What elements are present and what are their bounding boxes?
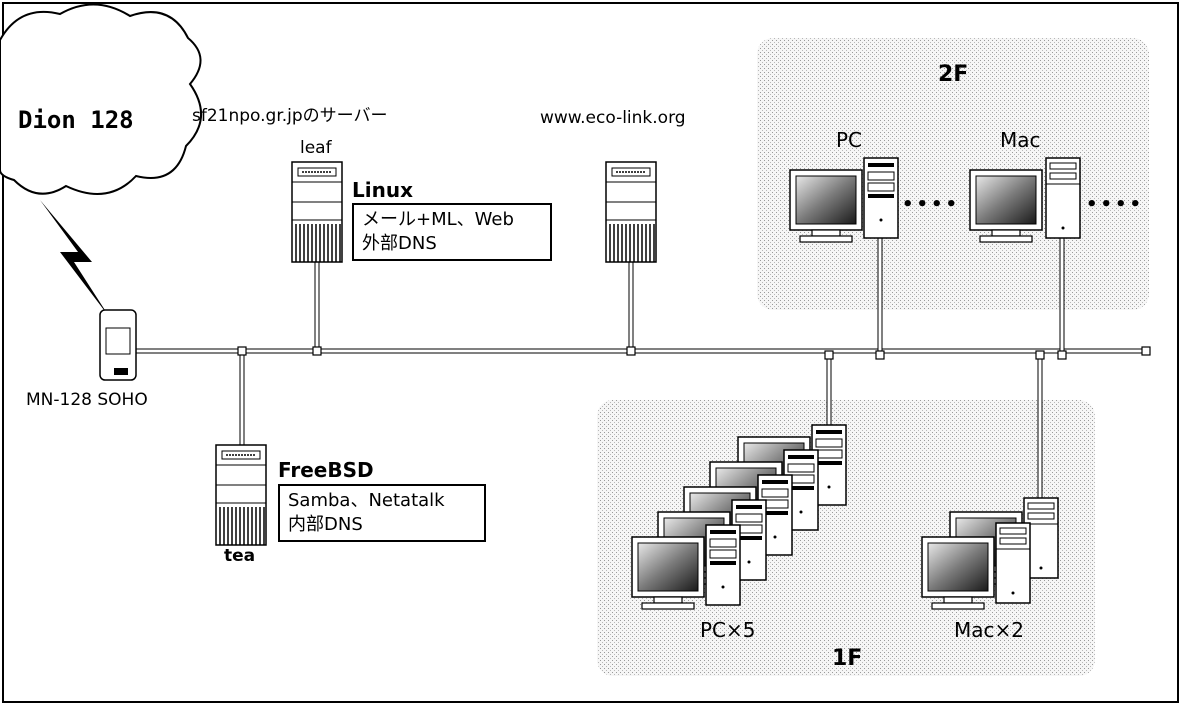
1f-pc-label: PC×5 [700,618,756,642]
tea-roles-box: Samba、Netatalk 内部DNS [278,484,486,542]
cloud-shape [0,3,203,195]
tea-os-label: FreeBSD [278,458,374,482]
2f-mac-label: Mac [1000,128,1041,152]
floor-2f-zone [757,38,1149,310]
leaf-os-label: Linux [352,178,413,202]
router-label: MN-128 SOHO [26,390,148,410]
leaf-hostname: leaf [300,138,332,158]
eco-link-server-icon [605,161,657,263]
cloud-label: Dion 128 [18,106,134,134]
router-icon [99,309,137,381]
tea-server-icon [215,444,267,546]
2f-pc-label: PC [836,128,863,152]
tea-role: 内部DNS [288,514,363,535]
leaf-roles-box: メール+ML、Web 外部DNS [352,203,552,261]
floor-1f-label: 1F [832,646,863,671]
2f-pc-ellipsis: •••• [902,194,961,215]
floor-2f-label: 2F [938,62,969,87]
lightning-bolt-icon [40,200,110,318]
tea-hostname: tea [224,546,256,566]
2f-mac-tower-icon [1045,157,1081,239]
leaf-role: 外部DNS [362,233,437,254]
leaf-role: メール+ML、Web [362,209,514,230]
1f-mac-label: Mac×2 [954,618,1024,642]
2f-mac-ellipsis: •••• [1086,194,1145,215]
leaf-server-icon [291,161,343,263]
backbone-cable [127,348,1149,354]
eco-link-hostname: www.eco-link.org [540,108,686,128]
tea-role: Samba、Netatalk [288,490,445,511]
domain-label: sf21npo.gr.jpのサーバー [192,106,388,126]
2f-pc-tower-icon [863,157,899,239]
